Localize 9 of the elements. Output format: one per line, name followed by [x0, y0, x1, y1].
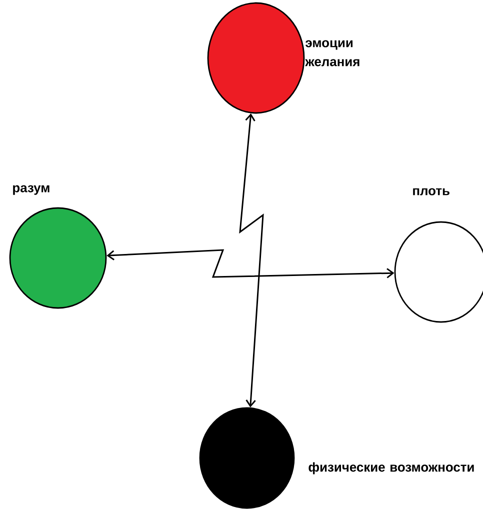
- arrow: [106, 249, 394, 278]
- node-label: физические возможности: [308, 462, 474, 474]
- circle-node: [9, 207, 107, 309]
- node-label: разум: [13, 185, 50, 195]
- arrow: [239, 113, 264, 408]
- circle-node: [199, 407, 295, 509]
- node-label: плоть: [413, 188, 450, 196]
- node-label: эмоции желания: [305, 40, 360, 66]
- circle-node: [207, 2, 305, 114]
